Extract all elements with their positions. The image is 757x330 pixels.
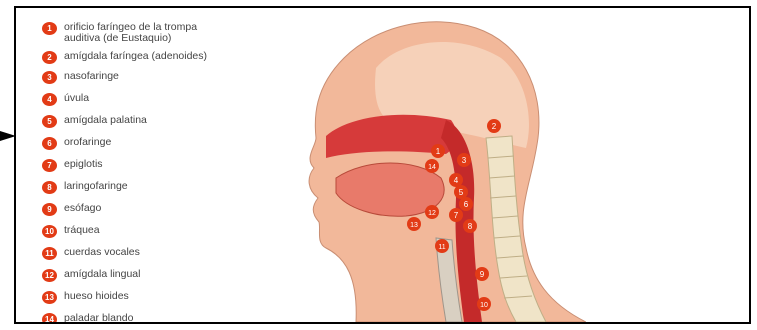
marker-label: 12 <box>428 210 436 217</box>
marker-label: 7 <box>454 211 459 220</box>
legend-item: 14 paladar blando <box>42 313 232 324</box>
legend-number-badge: 4 <box>42 93 57 106</box>
legend-number-badge: 3 <box>42 71 57 84</box>
marker-label: 9 <box>480 270 485 279</box>
marker-1: 1 <box>431 144 445 158</box>
marker-label: 8 <box>468 222 473 231</box>
marker-9: 9 <box>475 267 489 281</box>
legend-number-badge: 2 <box>42 51 57 64</box>
marker-label: 1 <box>436 147 441 156</box>
legend-label: amígdala palatina <box>64 115 147 126</box>
legend-item: 13 hueso hioides <box>42 291 232 304</box>
marker-4: 4 <box>449 173 463 187</box>
marker-7: 7 <box>449 208 463 222</box>
legend-label: tráquea <box>64 225 100 236</box>
legend-number-badge: 1 <box>42 22 57 35</box>
legend-label: nasofaringe <box>64 71 119 82</box>
legend-label: hueso hioides <box>64 291 129 302</box>
legend-number-badge: 5 <box>42 115 57 128</box>
legend-label: esófago <box>64 203 101 214</box>
marker-label: 14 <box>428 164 436 171</box>
legend-label: amígdala lingual <box>64 269 140 280</box>
legend-label: cuerdas vocales <box>64 247 140 258</box>
marker-label: 11 <box>438 244 445 251</box>
legend-item: 12 amígdala lingual <box>42 269 232 282</box>
marker-10: 10 <box>477 297 491 311</box>
legend-item: 9 esófago <box>42 203 232 216</box>
marker-5: 5 <box>454 185 468 199</box>
legend-item: 10 tráquea <box>42 225 232 238</box>
legend: 1 orificio faríngeo de la trompa auditiv… <box>42 18 232 324</box>
legend-item: 3 nasofaringe <box>42 71 232 84</box>
legend-number-badge: 12 <box>42 269 57 282</box>
legend-number-badge: 7 <box>42 159 57 172</box>
legend-item: 11 cuerdas vocales <box>42 247 232 260</box>
legend-number-badge: 10 <box>42 225 57 238</box>
legend-item: 2 amígdala faríngea (adenoides) <box>42 51 232 64</box>
legend-number-badge: 11 <box>42 247 57 260</box>
legend-item: 7 epiglotis <box>42 159 232 172</box>
legend-number-badge: 9 <box>42 203 57 216</box>
legend-label: paladar blando <box>64 313 133 324</box>
head-cross-section-illustration: 1 2 3 4 5 6 7 8 9 10 11 12 13 14 <box>286 8 586 322</box>
marker-6: 6 <box>459 197 473 211</box>
legend-label: epiglotis <box>64 159 103 170</box>
legend-number-badge: 6 <box>42 137 57 150</box>
marker-11: 11 <box>435 239 449 253</box>
legend-item: 8 laringofaringe <box>42 181 232 194</box>
marker-label: 5 <box>459 188 464 197</box>
legend-item: 1 orificio faríngeo de la trompa auditiv… <box>42 22 232 44</box>
legend-number-badge: 14 <box>42 313 57 324</box>
diagram-frame: 1 orificio faríngeo de la trompa auditiv… <box>14 6 751 324</box>
marker-label: 4 <box>454 176 459 185</box>
legend-item: 4 úvula <box>42 93 232 106</box>
marker-label: 3 <box>462 156 467 165</box>
marker-12: 12 <box>425 205 439 219</box>
marker-label: 10 <box>480 302 488 309</box>
legend-label: úvula <box>64 93 89 104</box>
marker-13: 13 <box>407 217 421 231</box>
marker-label: 2 <box>492 122 497 131</box>
marker-label: 13 <box>410 222 418 229</box>
legend-number-badge: 13 <box>42 291 57 304</box>
marker-8: 8 <box>463 219 477 233</box>
marker-14: 14 <box>425 159 439 173</box>
marker-3: 3 <box>457 153 471 167</box>
legend-label: amígdala faríngea (adenoides) <box>64 51 207 62</box>
legend-label: orofaringe <box>64 137 111 148</box>
legend-item: 5 amígdala palatina <box>42 115 232 128</box>
legend-label: laringofaringe <box>64 181 128 192</box>
marker-2: 2 <box>487 119 501 133</box>
legend-item: 6 orofaringe <box>42 137 232 150</box>
legend-label: orificio faríngeo de la trompa auditiva … <box>64 22 232 44</box>
legend-number-badge: 8 <box>42 181 57 194</box>
marker-label: 6 <box>464 200 469 209</box>
